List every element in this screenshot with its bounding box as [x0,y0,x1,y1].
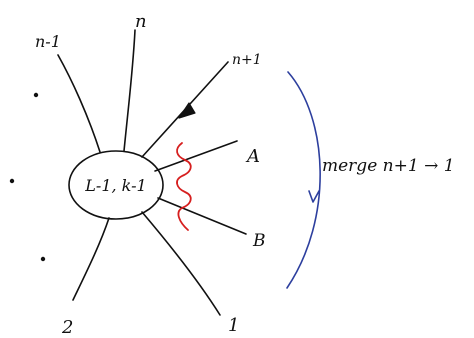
leg-n-minus-1 [57,54,101,153]
leg-n [123,29,136,152]
leg-label-n-minus-1: n-1 [35,32,61,51]
leg-label-n: n [135,11,147,32]
blob-label: L-1, k-1 [84,176,146,195]
leg-a [154,140,238,172]
leg-1 [141,211,221,316]
leg-label-n-plus-1: n+1 [232,52,262,68]
cut-squiggle [176,142,192,231]
leg-b [157,197,247,235]
leg-label-b: B [252,231,266,251]
leg-label-1: 1 [228,315,239,336]
merge-arrow-head [308,190,320,203]
merge-label: merge n+1 → 1 [322,156,455,176]
leg-2 [72,217,110,301]
ellipsis-dot [33,92,39,98]
merge-arc [286,71,321,289]
ellipsis-dot [9,178,15,184]
ellipsis-dot [40,256,46,262]
incoming-arrow-head [178,102,196,119]
blob [68,150,164,220]
leg-label-2: 2 [61,317,73,338]
leg-label-a: A [245,146,260,167]
